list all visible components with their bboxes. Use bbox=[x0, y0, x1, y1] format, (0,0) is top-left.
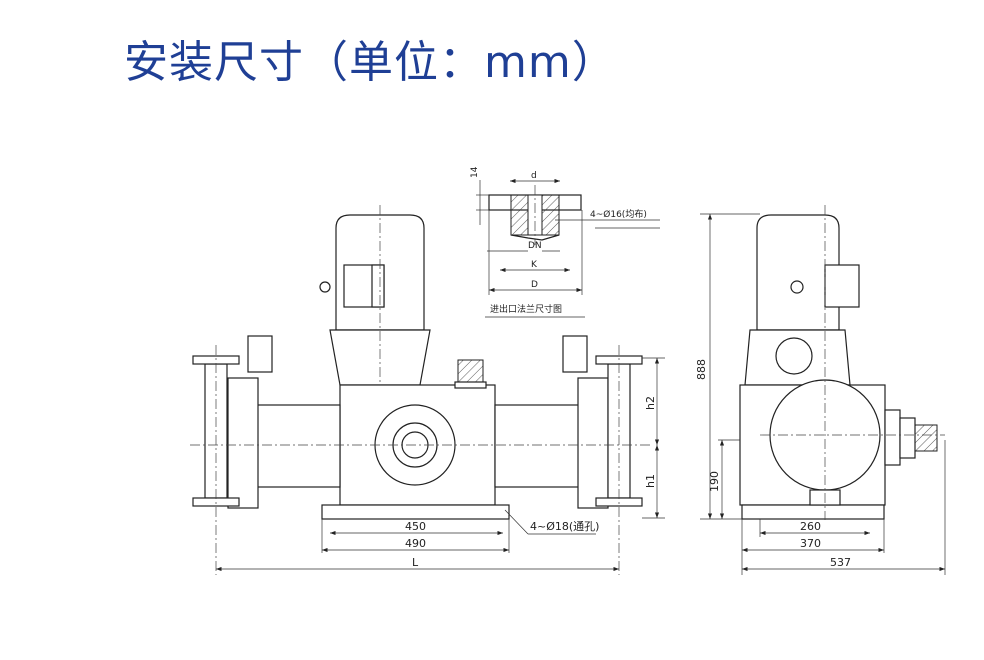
flange-D-label: D bbox=[531, 280, 538, 290]
front-view: h2 h1 450 490 4~Ø18(通孔) L bbox=[190, 205, 665, 575]
side-view: 888 190 260 370 537 bbox=[695, 205, 946, 575]
side-height-label: 888 bbox=[695, 359, 708, 380]
dim-370-label: 370 bbox=[800, 537, 821, 550]
page-title: 安装尺寸（单位：mm） bbox=[124, 37, 617, 88]
dim-190-label: 190 bbox=[708, 471, 721, 492]
dim-260-label: 260 bbox=[800, 520, 821, 533]
dim-450-label: 450 bbox=[405, 520, 426, 533]
flange-holes-label: 4~Ø16(均布) bbox=[590, 208, 647, 220]
flange-d-label: d bbox=[531, 171, 537, 181]
front-holes-label: 4~Ø18(通孔) bbox=[530, 520, 599, 533]
flange-thickness-label: 14 bbox=[470, 166, 480, 178]
flange-detail: 14 d 4~Ø16(均布) DN K D 进出口法兰尺寸图 bbox=[470, 166, 660, 318]
flange-dn-label: DN bbox=[528, 241, 542, 251]
dim-L-label: L bbox=[412, 556, 419, 569]
flange-k-label: K bbox=[531, 260, 538, 270]
front-h2-label: h2 bbox=[644, 396, 657, 410]
flange-caption: 进出口法兰尺寸图 bbox=[490, 303, 562, 315]
dim-490-label: 490 bbox=[405, 537, 426, 550]
front-h1-label: h1 bbox=[644, 474, 657, 488]
dim-537-label: 537 bbox=[830, 556, 851, 569]
